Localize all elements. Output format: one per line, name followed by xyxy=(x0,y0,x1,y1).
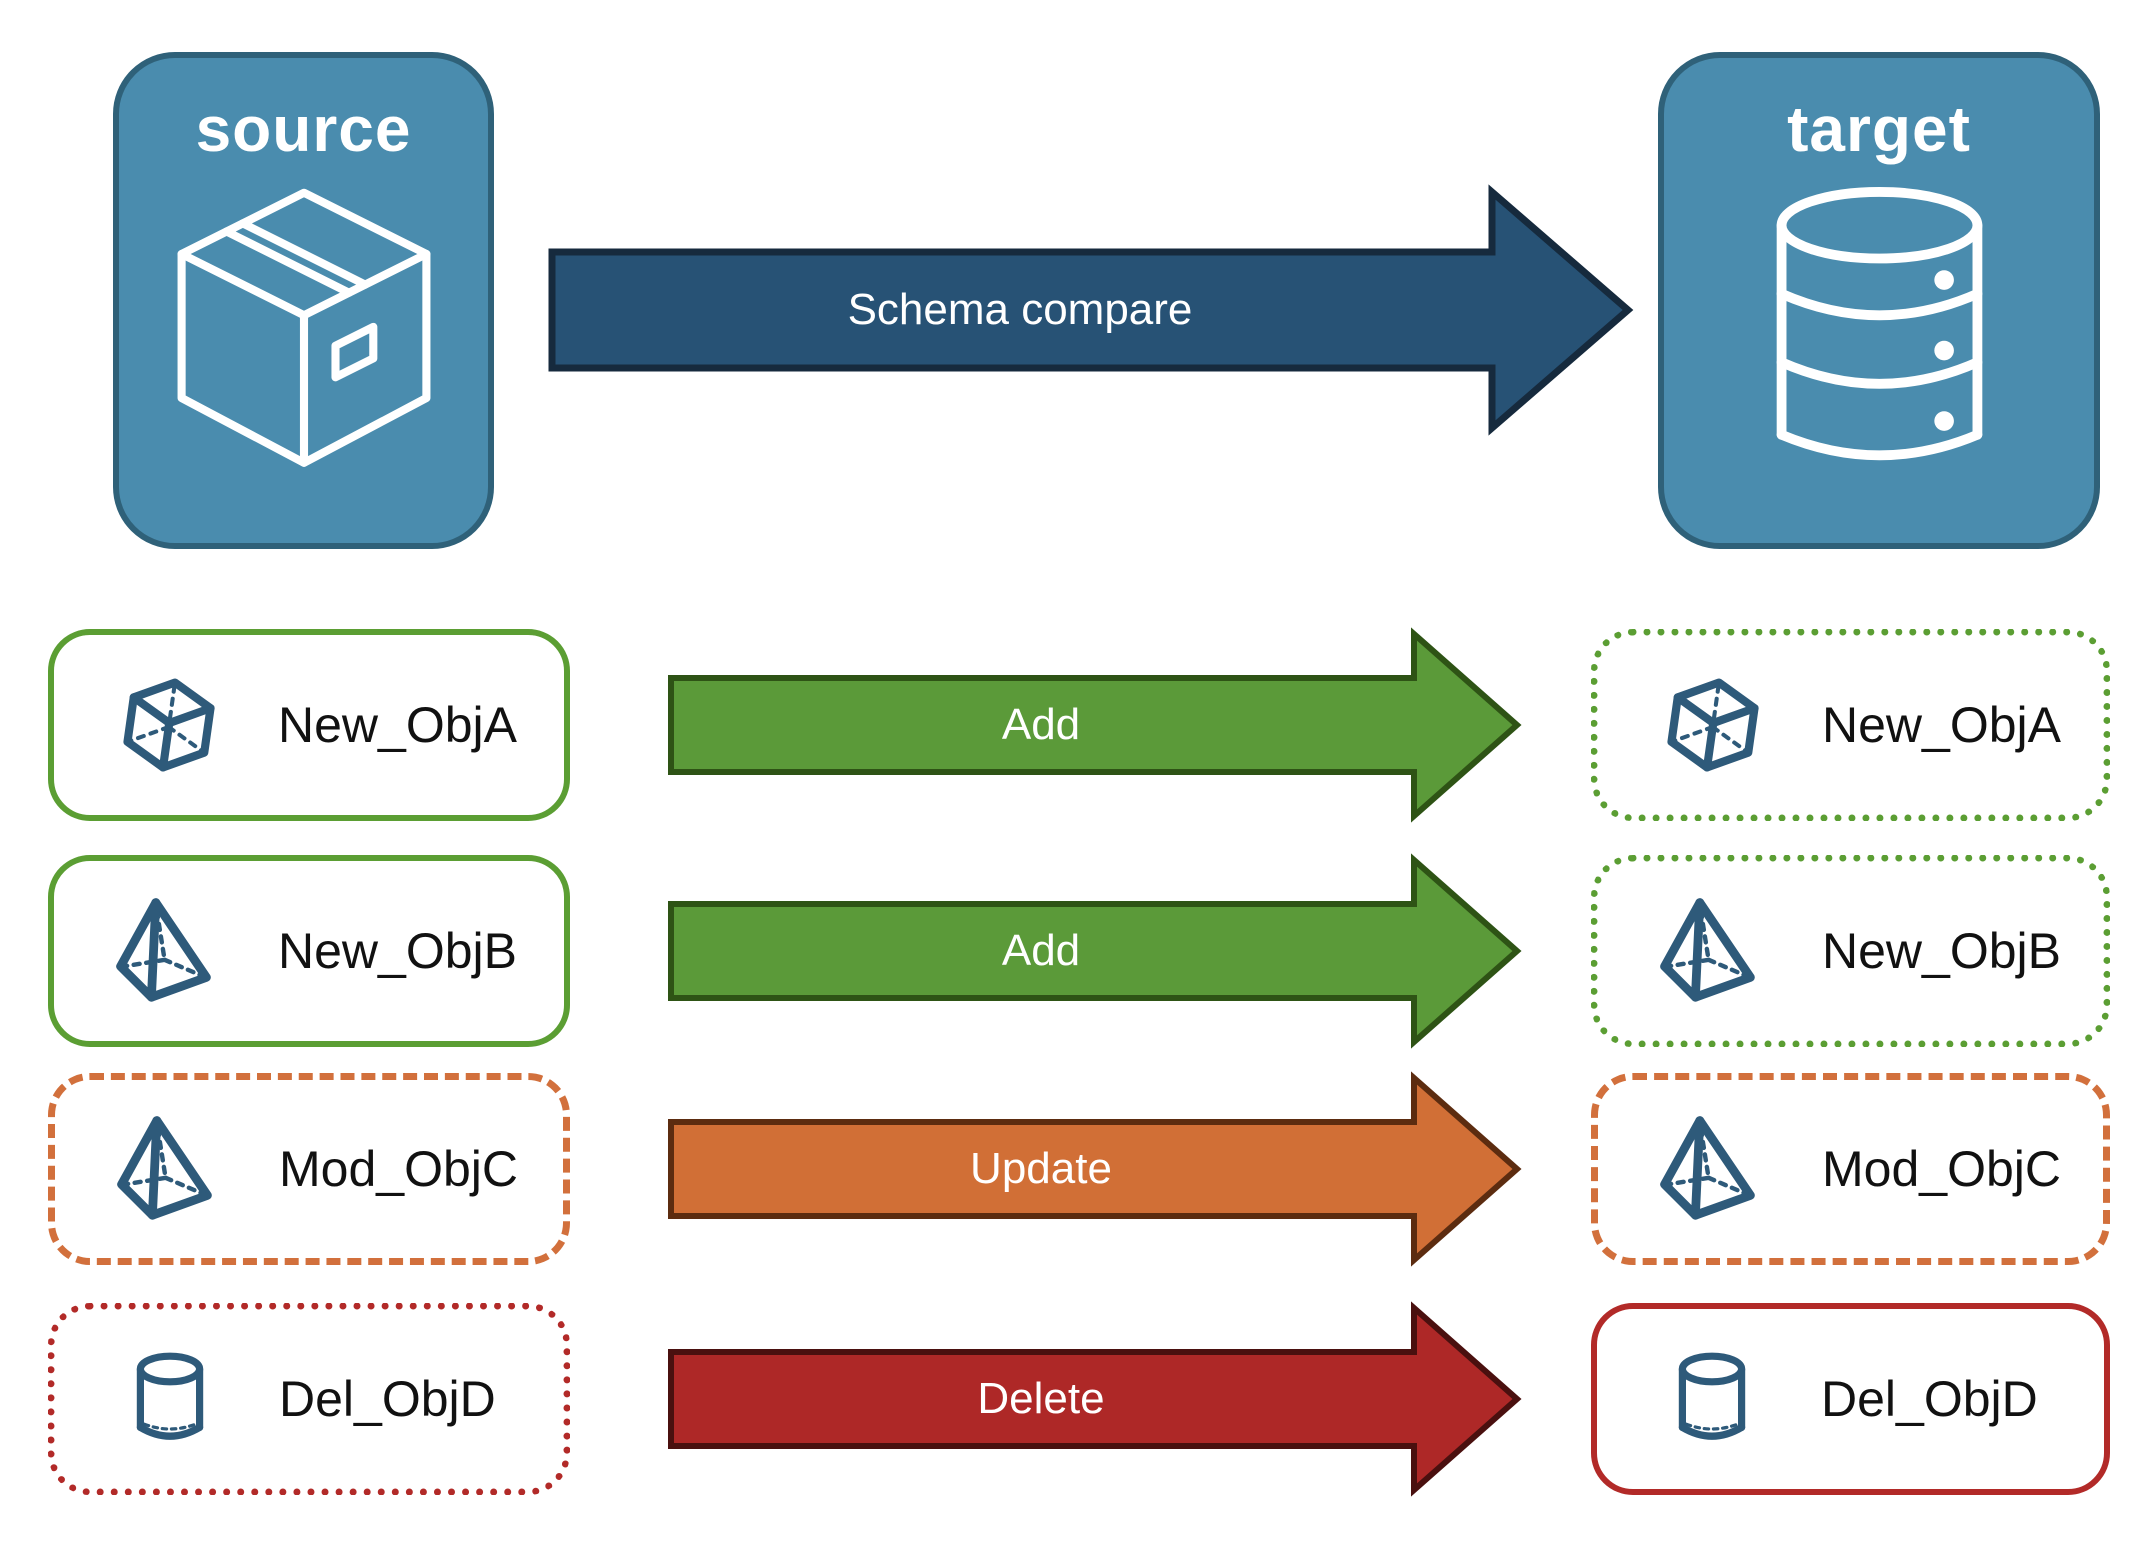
action-arrow-add: Add xyxy=(668,853,1522,1049)
cube-icon xyxy=(1662,674,1764,776)
target-object-box: Del_ObjD xyxy=(1591,1303,2110,1495)
add-arrow-shape xyxy=(668,853,1522,1049)
target-object-box: Mod_ObjC xyxy=(1591,1073,2110,1265)
target-node: target xyxy=(1658,52,2100,549)
source-object-box: New_ObjB xyxy=(48,855,570,1047)
cylinder-icon xyxy=(130,1349,210,1449)
database-icon xyxy=(1762,182,1997,476)
source-node: source xyxy=(113,52,494,549)
source-object-box: Del_ObjD xyxy=(48,1303,570,1495)
object-label: Mod_ObjC xyxy=(279,1141,518,1197)
update-arrow-shape xyxy=(668,1071,1522,1267)
object-label: New_ObjB xyxy=(1822,923,2061,979)
object-label: Mod_ObjC xyxy=(1822,1141,2061,1197)
cube-icon xyxy=(118,674,220,776)
schema-compare-arrow-shape xyxy=(548,184,1634,436)
source-label: source xyxy=(195,93,412,165)
action-label: Update xyxy=(970,1144,1112,1193)
pyramid-icon xyxy=(114,1114,226,1224)
action-arrow-add: Add xyxy=(668,627,1522,823)
object-label: Del_ObjD xyxy=(1821,1371,2038,1427)
action-arrow-update: Update xyxy=(668,1071,1522,1267)
pyramid-icon xyxy=(1657,1114,1769,1224)
object-label: New_ObjA xyxy=(1822,697,2061,753)
pyramid-icon xyxy=(113,896,225,1006)
source-object-box: Mod_ObjC xyxy=(48,1073,570,1265)
action-label: Delete xyxy=(977,1374,1105,1423)
target-object-box: New_ObjB xyxy=(1591,855,2110,1047)
package-icon xyxy=(169,182,439,470)
action-label: Add xyxy=(1001,700,1081,749)
object-label: New_ObjA xyxy=(278,697,517,753)
pyramid-icon xyxy=(1657,896,1769,1006)
action-arrow-delete: Delete xyxy=(668,1301,1522,1497)
object-label: Del_ObjD xyxy=(279,1371,496,1427)
target-object-box: New_ObjA xyxy=(1591,629,2110,821)
object-label: New_ObjB xyxy=(278,923,517,979)
target-label: target xyxy=(1787,93,1971,165)
delete-arrow-shape xyxy=(668,1301,1522,1497)
add-arrow-shape xyxy=(668,627,1522,823)
schema-compare-arrow: Schema compare xyxy=(548,184,1634,436)
schema-compare-label: Schema compare xyxy=(847,285,1193,334)
source-object-box: New_ObjA xyxy=(48,629,570,821)
action-label: Add xyxy=(1001,926,1081,975)
cylinder-icon xyxy=(1672,1349,1752,1449)
